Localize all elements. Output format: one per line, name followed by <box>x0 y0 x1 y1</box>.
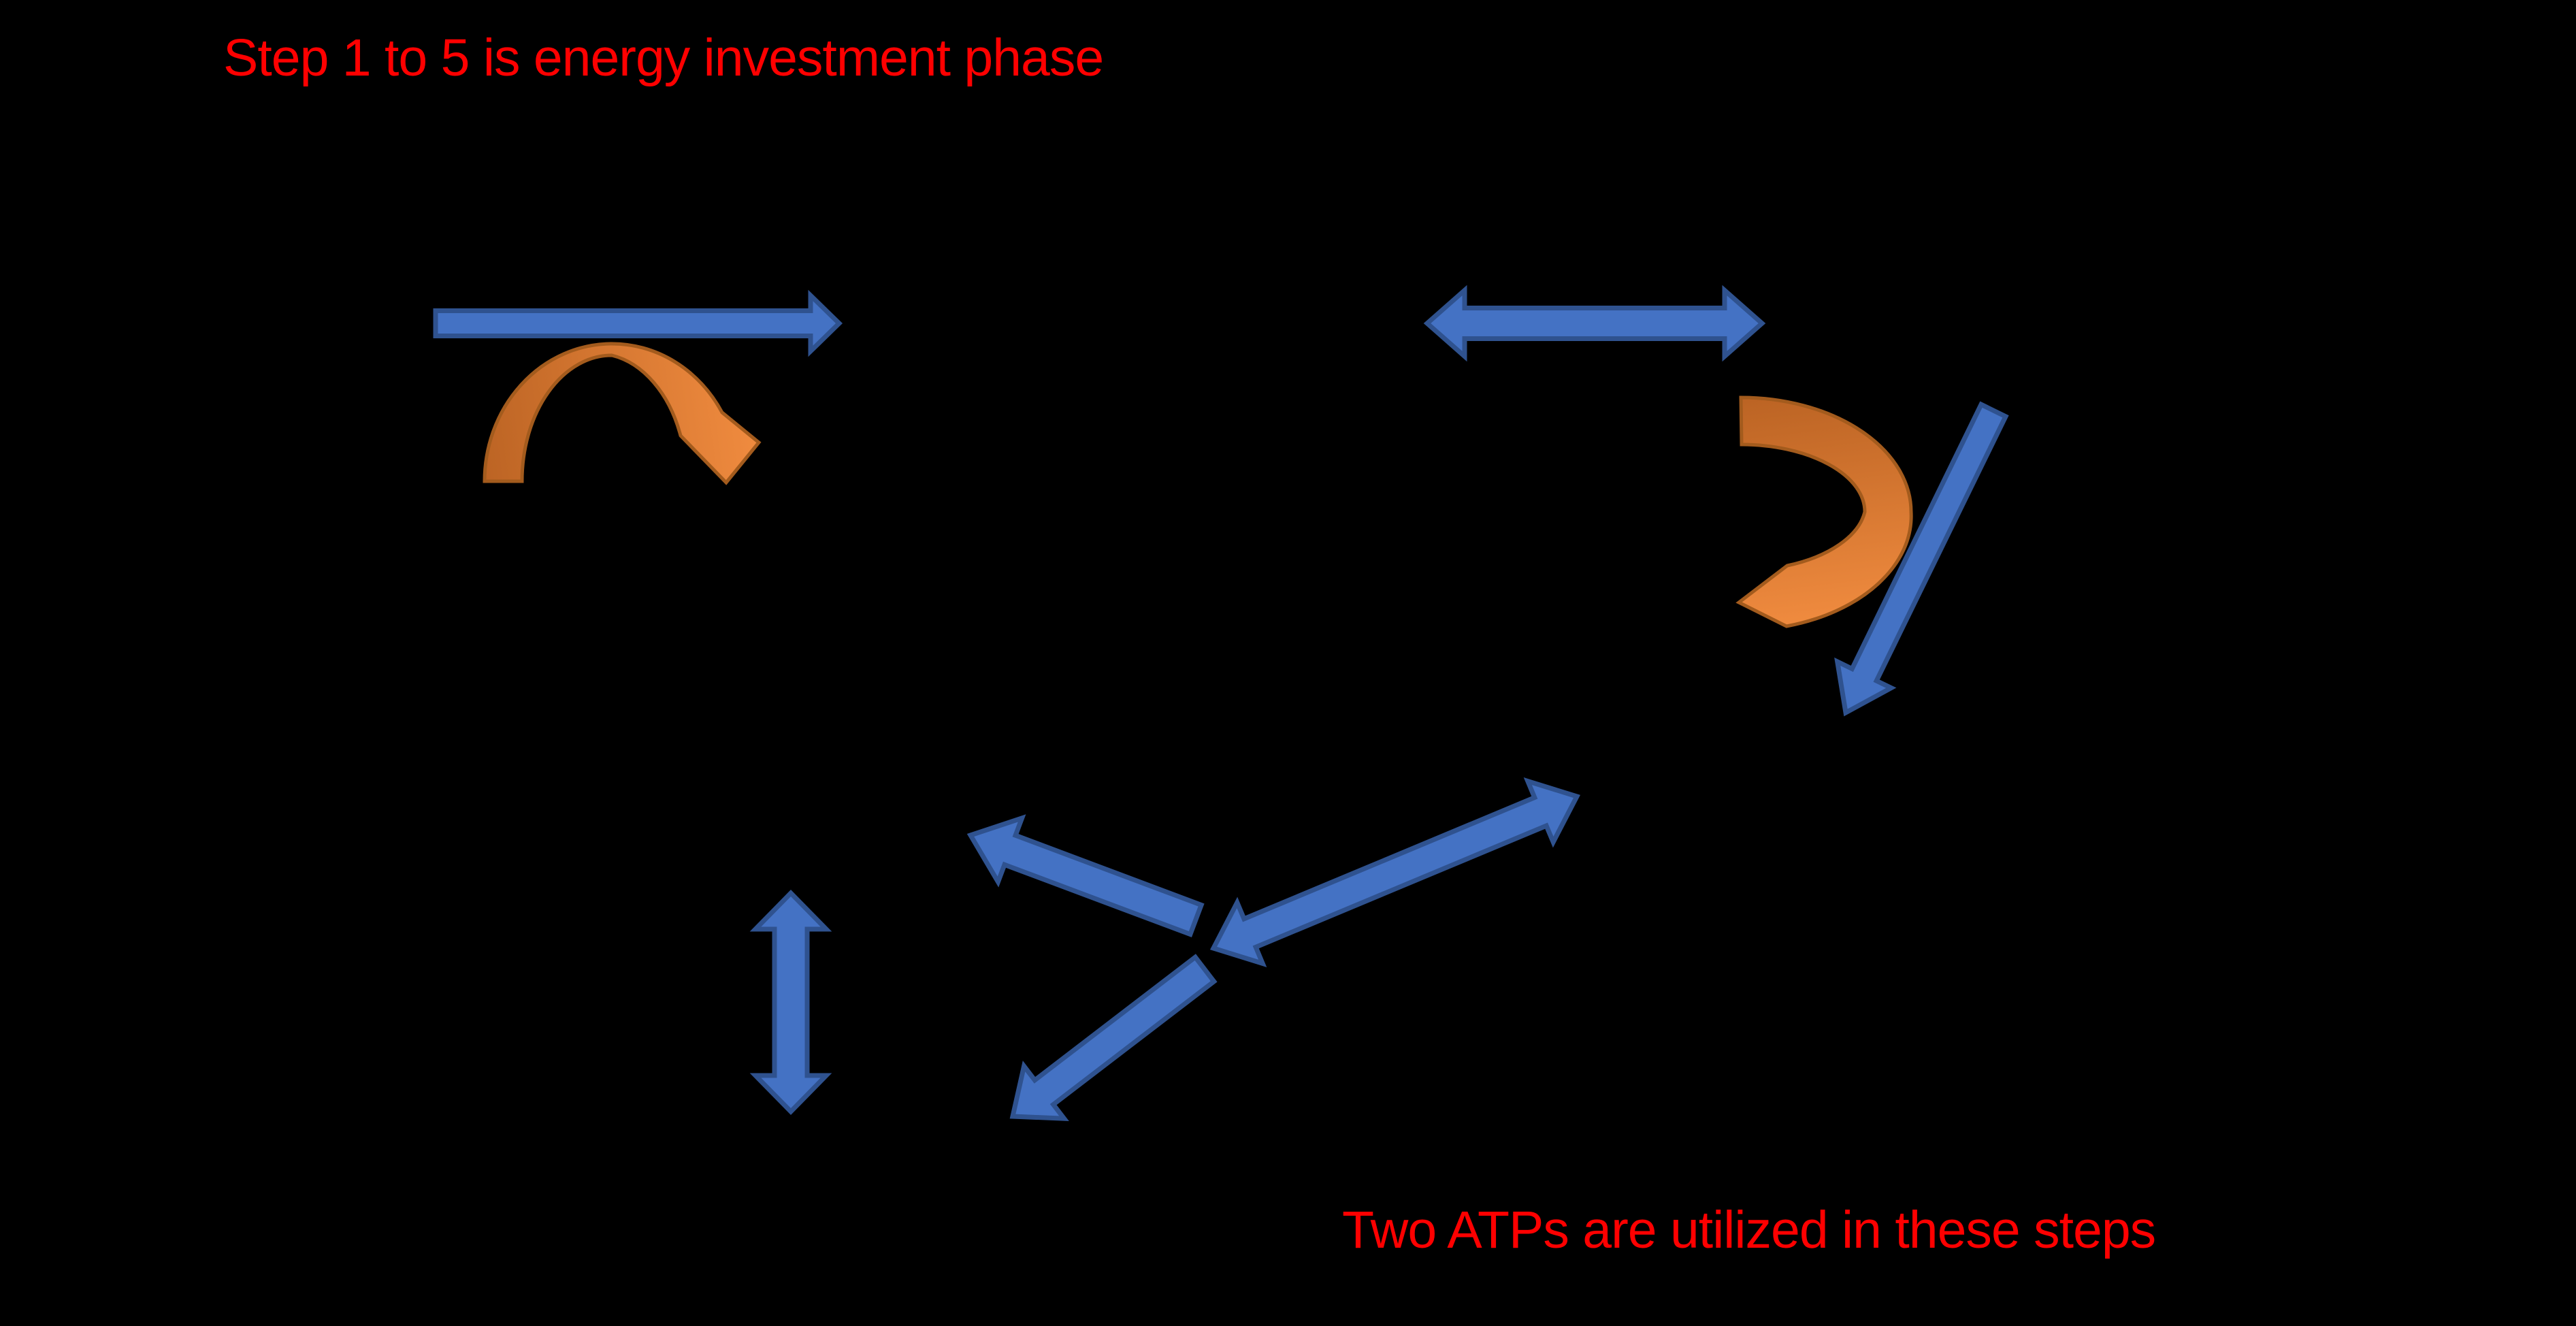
reversible-arrow-diagonal-split <box>1209 777 1581 967</box>
reaction-arrow-step3-diagonal <box>1834 401 2009 717</box>
atp-adp-curved-arrow-left <box>483 342 762 485</box>
curved-arrows-layer <box>483 342 1913 628</box>
reaction-arrow-step1 <box>433 289 843 357</box>
cleavage-arrow-up-left <box>966 814 1205 938</box>
reversible-arrow-step2 <box>1423 285 1766 362</box>
reversible-arrow-isomerization-vertical <box>749 890 832 1115</box>
atp-adp-curved-arrow-right <box>1735 395 1913 628</box>
straight-arrows-layer <box>433 285 2009 1122</box>
two-atps-utilized-note: Two ATPs are utilized in these steps <box>1342 1201 2155 1259</box>
energy-investment-phase-note: Step 1 to 5 is energy investment phase <box>223 29 1103 87</box>
cleavage-arrow-down-left <box>1009 954 1218 1122</box>
